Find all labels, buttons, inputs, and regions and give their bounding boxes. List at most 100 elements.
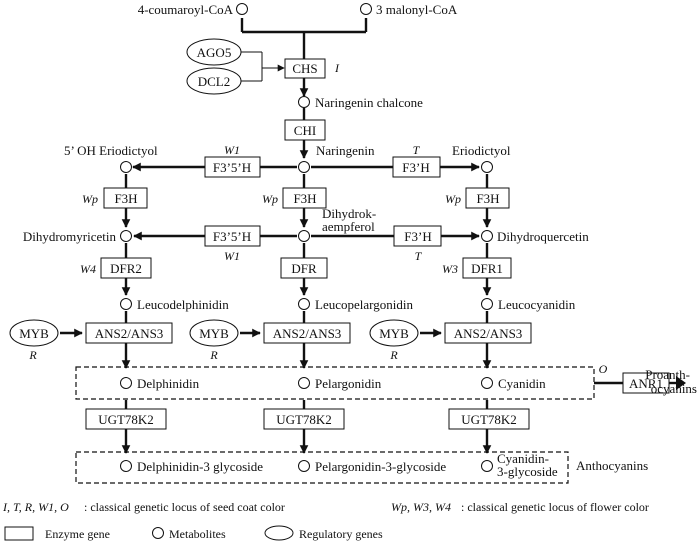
legend-flower-loci: Wp, W3, W4: [391, 500, 451, 514]
locus-i: I: [334, 61, 340, 75]
enzyme-ans-left-box: [85, 322, 173, 344]
metabolite-malonyl-node: [360, 3, 372, 15]
regulator-ago5-node: [186, 38, 242, 66]
label-leucodelphinidin: Leucodelphinidin: [137, 297, 229, 312]
label-ago5: AGO5: [197, 45, 232, 60]
legend-enzyme-swatch: [4, 526, 34, 541]
enzyme-chi-box: [284, 119, 326, 141]
enzyme-dfr1-box: [462, 257, 512, 279]
label-dihydroquercetin: Dihydroquercetin: [497, 229, 589, 244]
label-proanthocyanins-line1: Proanth-: [645, 367, 690, 382]
enzyme-anr1-box: [622, 372, 670, 394]
enzyme-dfr-box: [280, 257, 328, 279]
label-naringenin-chalcone: Naringenin chalcone: [315, 95, 423, 110]
label-dihydromyricetin: Dihydromyricetin: [23, 229, 117, 244]
locus-w3: W3: [442, 262, 458, 276]
label-malonyl: 3 malonyl-CoA: [376, 2, 458, 17]
label-naringenin: Naringenin: [316, 143, 375, 158]
regulator-myb-mid-node: [189, 319, 239, 347]
enzyme-ans-mid-box: [263, 322, 351, 344]
metabolite-eriodictyol-node: [481, 161, 493, 173]
enzyme-f35h-top-box: [204, 156, 261, 178]
enzyme-f3h-mid-box: [282, 187, 327, 209]
label-oh-eriodictyol: 5’ OH Eriodictyol: [64, 143, 158, 158]
locus-r-right: R: [389, 348, 398, 362]
metabolite-labels: 4-coumaroyl-CoA 3 malonyl-CoA Naringenin…: [23, 2, 589, 479]
label-dfr1: DFR1: [471, 261, 503, 276]
label-ugt-right: UGT78K2: [461, 412, 517, 427]
label-cyanidin-glycoside-line2: 3-glycoside: [497, 464, 558, 479]
metabolite-oh-eriodictyol-node: [120, 161, 132, 173]
enzyme-f3h-top-box: [392, 156, 441, 178]
label-dihydrokaempferol-line2: aempferol: [322, 219, 375, 234]
metabolite-dihydrokaempferol-node: [298, 230, 310, 242]
group-labels: Proanth- ocyanins Anthocyanins: [576, 367, 697, 473]
label-delphinidin-glycoside: Delphinidin-3 glycoside: [137, 459, 263, 474]
label-f35h-mid: F3’5’H: [213, 229, 251, 244]
label-cyanidin-glycoside-line1: Cyanidin-: [497, 451, 549, 466]
enzyme-f3h-right-box: [465, 187, 510, 209]
enzyme-nodes: [85, 58, 670, 430]
metabolite-dihydromyricetin-node: [120, 230, 132, 242]
anthocyanin-group-box: [75, 451, 569, 484]
locus-t-top: T: [413, 143, 421, 157]
label-dihydrokaempferol-line1: Dihydrok-: [322, 206, 376, 221]
locus-r-left: R: [28, 348, 37, 362]
label-ugt-mid: UGT78K2: [276, 412, 332, 427]
enzyme-f3h-mid-right-box: [393, 225, 442, 247]
metabolite-leucocyanidin-node: [481, 298, 493, 310]
metabolite-chalcone-node: [298, 96, 310, 108]
legend: I, T, R, W1, O : classical genetic locus…: [2, 500, 649, 541]
label-f3h-mid: F3H: [293, 191, 316, 206]
locus-wp-mid: Wp: [262, 192, 278, 206]
metabolite-leucopelargonidin-node: [298, 298, 310, 310]
locus-wp-left: Wp: [82, 192, 98, 206]
label-f35h-top: F3’5’H: [213, 160, 251, 175]
legend-regulatory-label: Regulatory genes: [299, 527, 383, 541]
metabolite-delphinidin-node: [120, 377, 132, 389]
anthocyanidin-group-box: [75, 366, 595, 400]
metabolite-delphinidin-glycoside-node: [120, 460, 132, 472]
enzyme-f3h-left-box: [103, 187, 148, 209]
locus-t-mid: T: [415, 249, 423, 263]
enzyme-f35h-mid-box: [204, 225, 261, 247]
label-leucocyanidin: Leucocyanidin: [498, 297, 576, 312]
label-myb-left: MYB: [19, 326, 49, 341]
legend-seed-loci: I, T, R, W1, O: [2, 500, 69, 514]
label-eriodictyol: Eriodictyol: [452, 143, 511, 158]
label-f3h-mid-right: F3’H: [404, 229, 431, 244]
enzyme-chs-box: [284, 58, 326, 79]
label-dfr2: DFR2: [110, 261, 142, 276]
metabolite-coumaroyl-node: [236, 3, 248, 15]
locus-labels: I W1 T Wp Wp Wp W1 T W4 W3 R R R O: [28, 61, 607, 376]
locus-w1-mid: W1: [224, 249, 240, 263]
label-cyanidin: Cyanidin: [498, 376, 546, 391]
metabolite-pelargonidin-glycoside-node: [298, 460, 310, 472]
regulator-myb-right-node: [369, 319, 419, 347]
label-f3h-top: F3’H: [402, 160, 429, 175]
enzyme-labels: CHS CHI F3’5’H F3’H F3H F3H F3H F3’5’H F…: [95, 61, 663, 427]
locus-r-mid: R: [209, 348, 218, 362]
label-dcl2: DCL2: [198, 74, 231, 89]
metabolite-cyanidin-node: [481, 377, 493, 389]
label-proanthocyanins-line2: ocyanins: [651, 381, 697, 396]
label-anr1: ANR1: [629, 376, 663, 391]
label-dfr: DFR: [291, 261, 317, 276]
enzyme-ugt-left-box: [85, 408, 167, 430]
enzyme-ans-right-box: [444, 322, 532, 344]
legend-enzyme-label: Enzyme gene: [45, 527, 110, 541]
metabolite-nodes: [120, 3, 493, 472]
regulator-dcl2-node: [186, 67, 242, 95]
label-chi: CHI: [294, 123, 316, 138]
label-chs: CHS: [292, 61, 317, 76]
arrowhead-anr1: [676, 376, 686, 390]
regulator-myb-left-node: [9, 319, 59, 347]
regulator-labels: AGO5 DCL2 MYB MYB MYB: [19, 45, 409, 341]
regulator-nodes: [9, 38, 419, 347]
legend-regulatory-swatch: [264, 525, 294, 541]
label-coumaroyl: 4-coumaroyl-CoA: [138, 2, 234, 17]
label-myb-mid: MYB: [199, 326, 229, 341]
label-myb-right: MYB: [379, 326, 409, 341]
metabolite-leucodelphinidin-node: [120, 298, 132, 310]
label-ugt-left: UGT78K2: [98, 412, 154, 427]
